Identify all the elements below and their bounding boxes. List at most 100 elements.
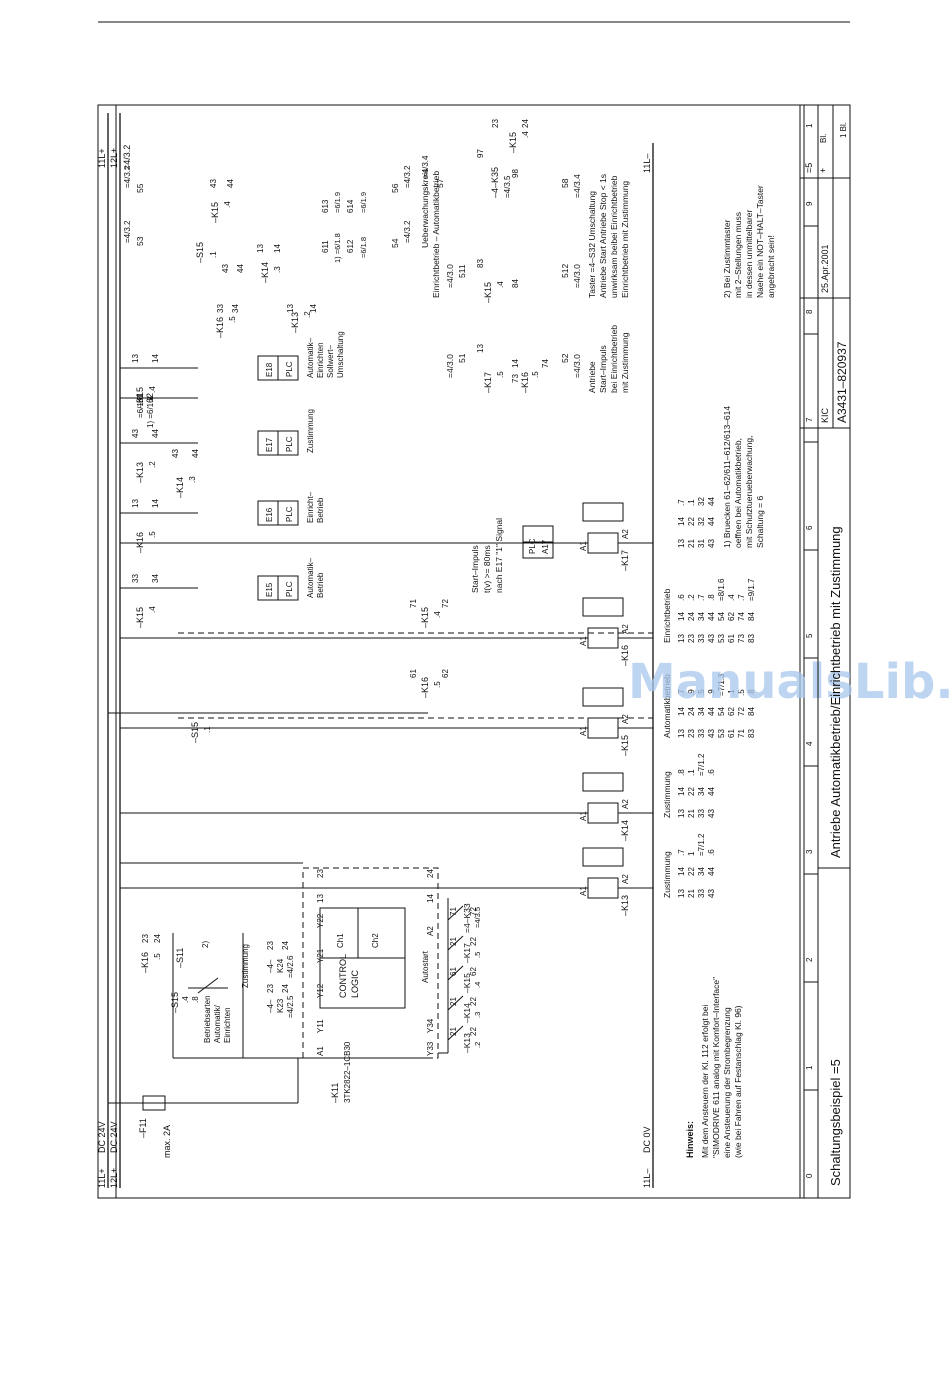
s15-tag: –S15 bbox=[170, 992, 180, 1013]
fb-c1: 61 bbox=[449, 967, 458, 976]
mon-k15-c1: 43 bbox=[209, 179, 218, 188]
mon-r53: =4/3.2 bbox=[123, 220, 132, 243]
k23-c2: 24 bbox=[281, 984, 290, 993]
s15-blade bbox=[197, 977, 219, 994]
table-c1: 53 bbox=[717, 634, 726, 643]
plc-label: PLC bbox=[285, 506, 294, 522]
suppressor-symbol bbox=[582, 502, 624, 522]
coil-tag: –K13 bbox=[620, 895, 630, 916]
mon-k13: –K13 bbox=[290, 312, 300, 333]
suppressor-symbol bbox=[582, 687, 624, 707]
k11-y11: Y11 bbox=[316, 1019, 325, 1033]
table-c2: 22 bbox=[687, 867, 696, 876]
mon-n55: 55 bbox=[135, 183, 145, 193]
table-ref: .7 bbox=[737, 594, 746, 601]
table-ref: .8 bbox=[677, 769, 686, 776]
logic-label-2: LOGIC bbox=[350, 969, 360, 998]
column-number: 4 bbox=[805, 741, 814, 746]
k23-c1: 23 bbox=[266, 984, 275, 993]
sc-n511: 511 bbox=[457, 264, 467, 278]
table-ref: .6 bbox=[707, 849, 716, 856]
table-title: Zustimmung bbox=[662, 771, 672, 818]
note1-c: mit Schutztuerueberwachung, bbox=[744, 436, 754, 548]
table-c2: 14 bbox=[677, 612, 686, 621]
de-k17-ref: .5 bbox=[496, 371, 505, 378]
table-c1: 83 bbox=[747, 634, 756, 643]
de-k16-c3: 74 bbox=[541, 359, 550, 368]
logic-label-1: CONTROL bbox=[338, 954, 348, 998]
plc-desc: Zustimmung bbox=[306, 409, 315, 453]
coil-a2: A2 bbox=[621, 874, 630, 884]
de-k17-c2: 14 bbox=[511, 359, 520, 368]
mon-k16: –K16 bbox=[215, 317, 225, 338]
plc-desc: Betrieb bbox=[316, 572, 325, 598]
column-number: 9 bbox=[805, 201, 814, 206]
mon-r613: =6/1.9 bbox=[333, 192, 342, 213]
note2-e: angebracht sein! bbox=[766, 235, 776, 298]
bridge-62: 62 bbox=[145, 393, 155, 403]
plc-desc: Betrieb bbox=[316, 497, 325, 523]
table-c2: 32 bbox=[697, 517, 706, 526]
mon-n54: 54 bbox=[390, 238, 400, 248]
a17-addr: A17 bbox=[541, 539, 550, 554]
sc-k15-c1: 83 bbox=[476, 259, 485, 268]
plc-desc: Automatik– bbox=[306, 337, 315, 378]
table-c2: 54 bbox=[717, 707, 726, 716]
a17-plc: PLC bbox=[528, 538, 537, 554]
table-c2: 34 bbox=[697, 707, 706, 716]
tb-sheets: 1 Bl. bbox=[839, 122, 848, 138]
mon-n56: 56 bbox=[390, 183, 400, 193]
table-c2: 44 bbox=[707, 867, 716, 876]
k15-c-c1: 71 bbox=[409, 599, 418, 608]
mode-label-3: Einrichten bbox=[223, 1007, 232, 1043]
mon-n57: 57 bbox=[435, 178, 445, 188]
k14-plc-c2: 44 bbox=[191, 449, 200, 458]
mon-s15-c1: 43 bbox=[221, 264, 230, 273]
a17-label-2: t(v) >= 80ms bbox=[482, 545, 492, 593]
ch1-label: Ch1 bbox=[336, 933, 345, 948]
mon-k15: –K15 bbox=[210, 202, 220, 223]
de-k16-ref: .5 bbox=[531, 371, 540, 378]
watermark: ManualsLib.de bbox=[628, 654, 950, 710]
plc-desc: Automatik– bbox=[306, 557, 315, 598]
table-title: Automatikbetrieb bbox=[662, 674, 672, 738]
table-c1: 23 bbox=[687, 634, 696, 643]
table-c1: 21 bbox=[687, 809, 696, 818]
table-c1: 43 bbox=[707, 889, 716, 898]
note2-b: mit 2–Stellungen muss bbox=[733, 212, 743, 298]
bridge-r2: 1) =6/1.8 bbox=[146, 396, 155, 428]
k11-a1: A1 bbox=[316, 1046, 325, 1056]
coil-symbol bbox=[587, 877, 619, 899]
coil-symbol bbox=[587, 627, 619, 649]
k11-y12: Y12 bbox=[316, 983, 325, 998]
table-c2: 72 bbox=[737, 707, 746, 716]
mon-k15-ref: .4 bbox=[223, 201, 232, 208]
k24-tagb: K24 bbox=[276, 958, 285, 973]
drawing-frame bbox=[97, 104, 851, 1199]
fb-ref: .3 bbox=[473, 1012, 482, 1018]
table-c1: 33 bbox=[697, 809, 706, 818]
table-c2: 84 bbox=[747, 612, 756, 621]
table-c1: 13 bbox=[677, 889, 686, 898]
tb-date: 25.Apr.2001 bbox=[820, 244, 830, 293]
mode-label-2: Automatik/ bbox=[213, 1004, 222, 1043]
table-c2: 34 bbox=[697, 612, 706, 621]
rail-11L-label: 11L+ bbox=[97, 1168, 107, 1188]
k16-c-ref: .5 bbox=[433, 681, 442, 688]
autostart-label: Autostart bbox=[421, 950, 430, 983]
plc-contact-c2: 44 bbox=[151, 429, 160, 438]
fb-c2: 72 bbox=[469, 907, 478, 916]
k16-sel-tag: –K16 bbox=[140, 952, 150, 973]
mon-k14-c1: 13 bbox=[256, 244, 265, 253]
plc-contact-tag: –K15 bbox=[135, 607, 145, 628]
k16-sel-c1: 23 bbox=[141, 934, 150, 943]
hinweis-l2: "SIMODRIVE 611 analog mit Komfort–Interf… bbox=[711, 977, 721, 1158]
sc-ref-top: =4/3.0 bbox=[445, 264, 455, 288]
note2-d: Naehe ein NOT–HALT–Taster bbox=[755, 185, 765, 298]
table-c1: 21 bbox=[687, 539, 696, 548]
right-circuits: 61 =6/1.8 62 1) =6/1.8 =4/3.0 51 –K17 .5… bbox=[120, 119, 630, 428]
mon-k16-c2: 34 bbox=[231, 304, 240, 313]
tb-bl: Bl. bbox=[819, 134, 828, 143]
mon-b611: 611 bbox=[321, 240, 330, 253]
